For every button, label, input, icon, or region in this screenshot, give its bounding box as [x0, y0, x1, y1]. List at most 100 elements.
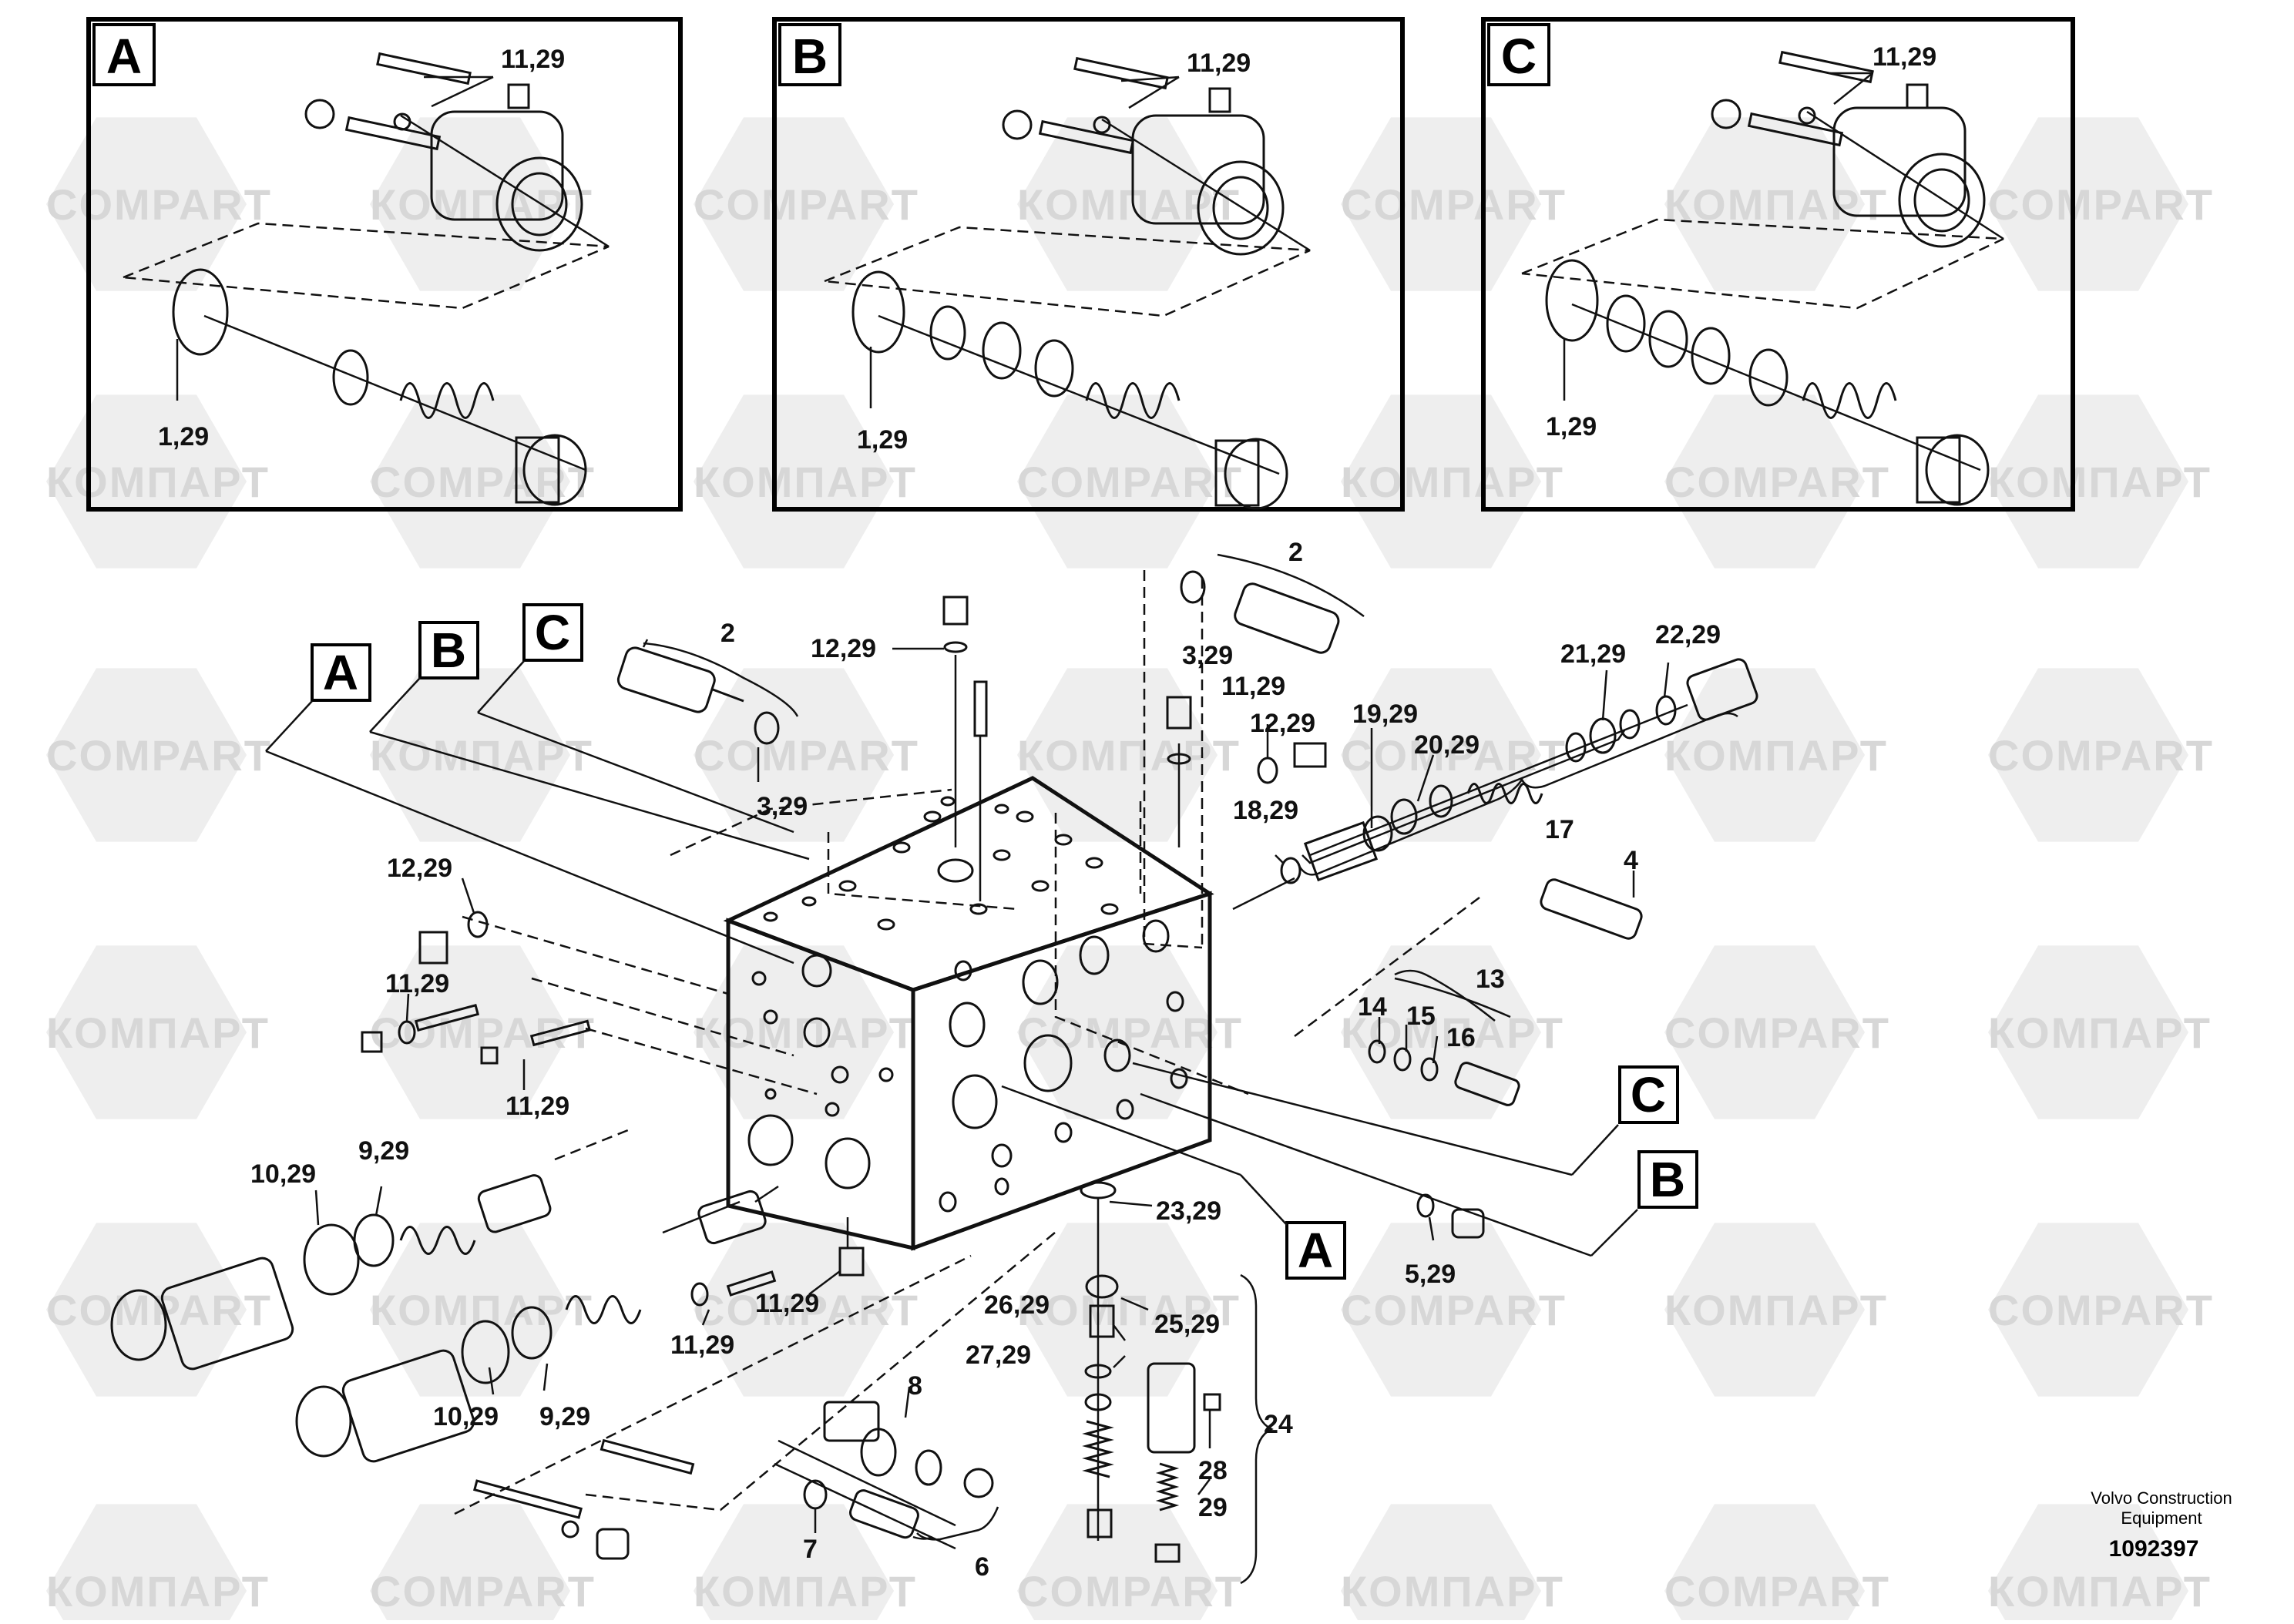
port-hole [939, 1191, 957, 1213]
watermark-hexagon [1664, 1223, 1865, 1397]
port-hole [1100, 903, 1119, 915]
watermark-text: КОМПАРТ [1664, 1286, 1888, 1334]
watermark-hexagon [1017, 1504, 1218, 1624]
watermark-hexagon [1988, 945, 2188, 1119]
ref-a-bottom: A [1298, 1223, 1333, 1278]
callout-13: 13 [1476, 965, 1505, 994]
detail-view-c: C 11,29 1,29 [1481, 17, 2075, 512]
port-hole [1116, 1099, 1134, 1120]
port-hole [831, 1065, 849, 1084]
watermark-hexagon [370, 117, 570, 291]
watermark-text: КОМПАРТ [1341, 1567, 1564, 1616]
watermark-hexagon [1664, 394, 1865, 569]
port-hole [923, 810, 942, 823]
watermark-text: COMPART [1017, 458, 1243, 506]
watermark-text: COMPART [694, 731, 919, 780]
watermark-text: COMPART [1017, 1567, 1243, 1616]
detail-view-b: B 11,29 1,29 [772, 17, 1405, 512]
brand-line-1: Volvo Construction [2091, 1488, 2232, 1508]
watermark-text: COMPART [46, 1286, 272, 1334]
port-hole [1166, 991, 1184, 1012]
detail-a-letter: A [106, 29, 142, 84]
callout-6: 6 [975, 1552, 989, 1582]
port-hole [994, 1177, 1009, 1196]
port-hole [940, 796, 956, 807]
callout-14: 14 [1358, 992, 1387, 1022]
callout-11-29-left-lower: 11,29 [505, 1092, 569, 1121]
callout-17: 17 [1545, 815, 1574, 844]
watermark-hexagon [1341, 394, 1541, 569]
callout-16: 16 [1446, 1023, 1476, 1052]
watermark-text: COMPART [1988, 731, 2214, 780]
watermark-text: КОМПАРТ [1988, 1567, 2212, 1616]
port-hole [838, 880, 857, 892]
watermark-hexagon [46, 668, 247, 842]
watermark-text: COMPART [1341, 1286, 1567, 1334]
watermark-hexagon [1017, 394, 1218, 569]
port-hole [801, 896, 817, 907]
port-hole [892, 841, 911, 854]
watermark-hexagon [1017, 1223, 1218, 1397]
port-hole [764, 1088, 777, 1100]
port-hole [763, 911, 778, 922]
braces [912, 712, 1738, 1585]
watermark-text: COMPART [694, 180, 919, 229]
watermark-text: COMPART [370, 1567, 596, 1616]
footer: Volvo Construction Equipment 1092397 [2091, 1488, 2232, 1562]
callout-5-29: 5,29 [1405, 1260, 1456, 1289]
detail-a-callout-top: 11,29 [501, 45, 565, 74]
callout-27-29: 27,29 [966, 1340, 1031, 1370]
ref-b-right: B [1650, 1152, 1685, 1207]
watermark-hexagon [1664, 945, 1865, 1119]
callout-11-29-top: 11,29 [1221, 672, 1285, 701]
watermark-hexagon [1341, 945, 1541, 1119]
watermark-text: КОМПАРТ [1017, 1286, 1241, 1334]
watermark-text: КОМПАРТ [1017, 180, 1241, 229]
watermark-hexagon [370, 668, 570, 842]
callout-21-29: 21,29 [1560, 639, 1626, 669]
watermark-text: COMPART [46, 180, 272, 229]
watermark-hexagon [46, 1223, 247, 1397]
callout-4: 4 [1624, 846, 1638, 875]
port-hole [1103, 1038, 1131, 1072]
watermark-hexagon [1988, 668, 2188, 842]
watermark-hexagon [370, 945, 570, 1119]
port-hole [952, 1074, 998, 1129]
port-hole [877, 918, 895, 931]
watermark-hexagon [1341, 1504, 1541, 1624]
watermark-hexagon [1664, 117, 1865, 291]
main-parts [110, 553, 1758, 1563]
port-hole [751, 971, 767, 986]
watermark-text: КОМПАРТ [1988, 458, 2212, 506]
callout-12-29-top: 12,29 [811, 634, 876, 663]
callout-22-29: 22,29 [1655, 620, 1721, 649]
port-hole [1031, 880, 1050, 892]
port-hole [803, 1017, 831, 1048]
ref-c-right: C [1631, 1067, 1666, 1122]
watermark-text: КОМПАРТ [1017, 731, 1241, 780]
callout-23-29: 23,29 [1156, 1196, 1221, 1226]
watermark-text: КОМПАРТ [1988, 1008, 2212, 1057]
callout-9-29-lower: 9,29 [539, 1402, 590, 1431]
watermark-hexagon [46, 1504, 247, 1624]
watermark-hexagon [46, 394, 247, 569]
watermark-hexagon [1341, 1223, 1541, 1397]
port-hole [763, 1009, 778, 1025]
watermark-text: COMPART [1664, 1567, 1890, 1616]
callout-28: 28 [1198, 1456, 1228, 1485]
callout-2-left: 2 [720, 619, 735, 648]
callout-9-29-upper: 9,29 [358, 1136, 409, 1166]
callout-2-right: 2 [1288, 538, 1303, 567]
detail-b-callout-bottom: 1,29 [857, 425, 908, 455]
watermark-hexagon [1664, 668, 1865, 842]
port-hole [747, 1114, 794, 1166]
watermark-hexagon [370, 1504, 570, 1624]
watermark-hexagon [694, 1223, 894, 1397]
watermark-hexagon [1988, 394, 2188, 569]
drawing-number: 1092397 [2109, 1536, 2199, 1562]
watermark-text: КОМПАРТ [46, 1567, 270, 1616]
ref-b-top: B [431, 622, 466, 678]
watermark-hexagon [694, 394, 894, 569]
port-hole [969, 903, 988, 915]
